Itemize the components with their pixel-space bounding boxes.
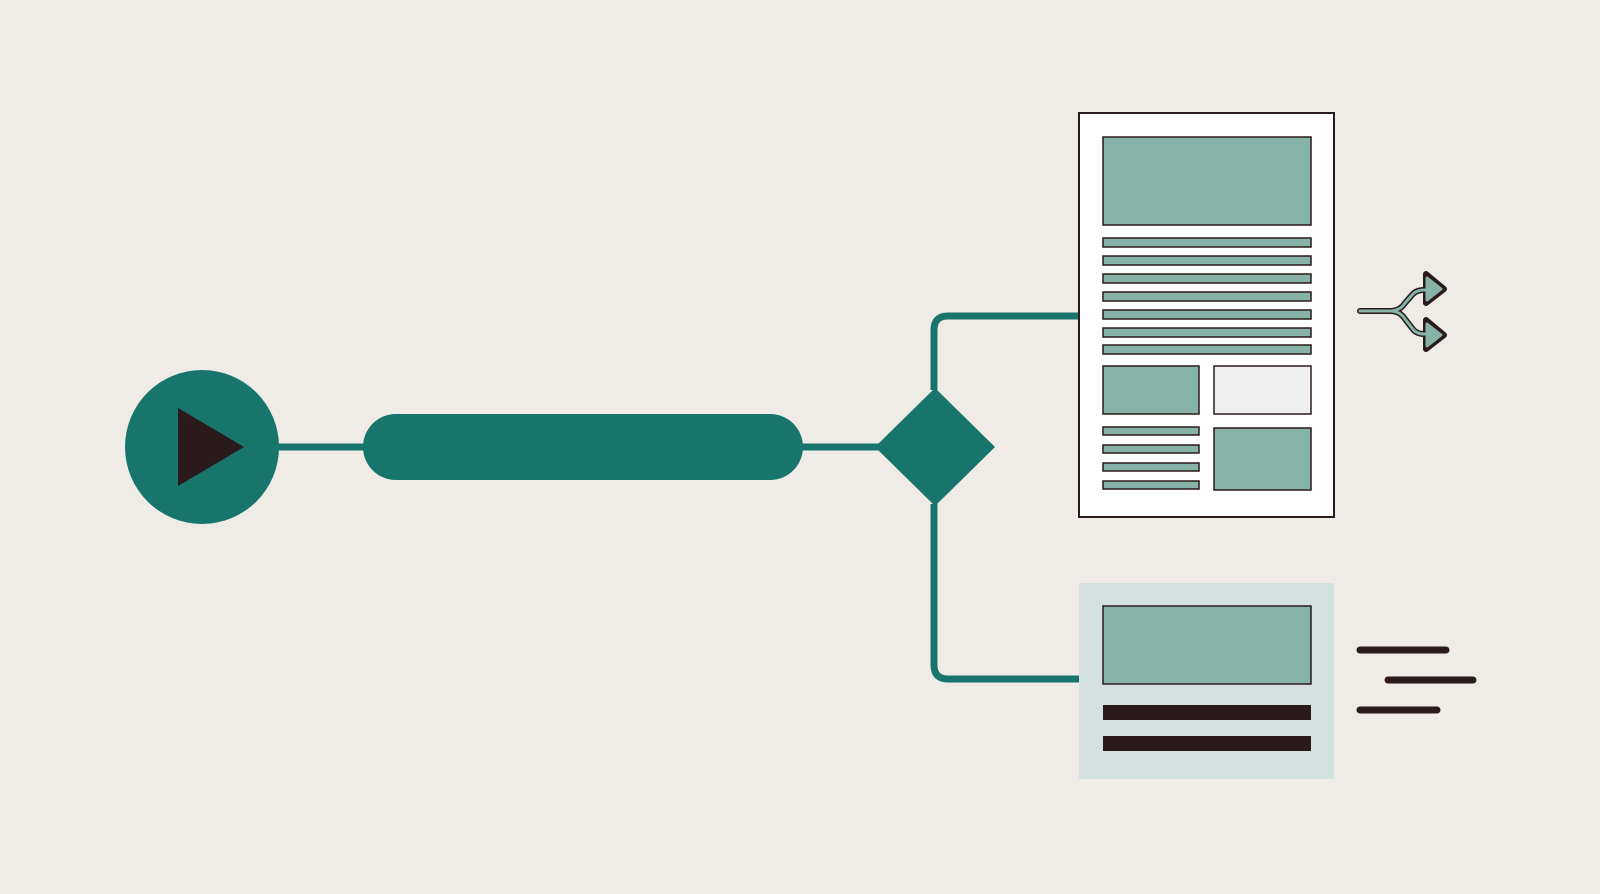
- document-output: [1078, 112, 1335, 518]
- document-line: [1102, 237, 1312, 248]
- connector-decision-to-card: [930, 504, 1080, 683]
- document-hero-block: [1102, 136, 1312, 226]
- document-side-block: [1213, 427, 1312, 491]
- text-lines-icon: [1356, 646, 1477, 714]
- card-output: [1079, 583, 1334, 779]
- document-line: [1102, 344, 1312, 355]
- document-small-lines: [1102, 426, 1200, 490]
- document-line: [1102, 327, 1312, 338]
- document-line: [1102, 273, 1312, 284]
- split-arrows-icon-fill: [1358, 276, 1443, 348]
- document-line: [1102, 255, 1312, 266]
- card-hero-block: [1102, 605, 1312, 685]
- connector-decision-to-document: [930, 312, 1080, 390]
- play-icon: [178, 408, 244, 486]
- card-text-bar: [1103, 705, 1311, 720]
- start-node: [125, 370, 279, 524]
- document-line: [1102, 309, 1312, 320]
- decision-node: [875, 388, 995, 506]
- connectors: [274, 312, 1080, 683]
- document-image-block: [1102, 365, 1200, 415]
- card-text-bar: [1103, 736, 1311, 751]
- document-small-line: [1102, 462, 1200, 472]
- document-empty-block: [1213, 365, 1312, 415]
- document-small-line: [1102, 480, 1200, 490]
- document-small-line: [1102, 426, 1200, 436]
- process-node: [363, 414, 803, 480]
- document-small-line: [1102, 444, 1200, 454]
- document-text-lines: [1102, 237, 1312, 355]
- document-line: [1102, 291, 1312, 302]
